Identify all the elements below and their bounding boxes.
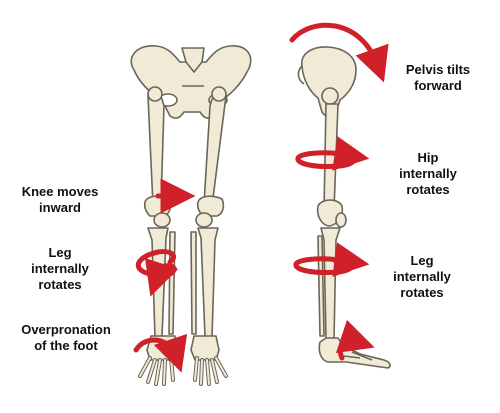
front-leg-label: Leg internally rotates xyxy=(10,245,110,293)
knee-label-line1: Knee moves xyxy=(21,184,99,199)
side-leg-label-line2: internally xyxy=(393,269,451,284)
front-right-foot-icon xyxy=(190,335,228,386)
foot-overpronation-arrow-icon xyxy=(133,333,188,373)
pelvis-label-line2: forward xyxy=(414,78,462,93)
knee-label: Knee moves inward xyxy=(8,184,112,216)
front-left-kneecap-icon xyxy=(153,212,171,228)
side-leg-rotation-arrow-icon xyxy=(293,242,370,277)
side-leg-label-line1: Leg xyxy=(410,253,434,268)
front-left-lower-leg-icon xyxy=(147,227,176,339)
front-right-lower-leg-icon xyxy=(190,227,219,339)
side-foot-rotation-arrow-icon xyxy=(335,319,375,361)
pelvis-tilt-arrow-icon xyxy=(289,22,389,83)
knee-label-line2: inward xyxy=(39,200,81,215)
hip-label: Hip internally rotates xyxy=(378,150,478,198)
hip-label-line2: internally xyxy=(399,166,457,181)
front-leg-label-line1: Leg xyxy=(48,245,72,260)
foot-label: Overpronation of the foot xyxy=(6,322,126,354)
foot-label-line1: Overpronation xyxy=(21,322,111,337)
front-leg-rotation-arrow-icon xyxy=(135,249,179,297)
side-femur-icon xyxy=(316,103,347,228)
hip-label-line3: rotates xyxy=(406,182,450,197)
front-right-femur-icon xyxy=(196,86,227,217)
side-pelvis-icon xyxy=(297,46,357,118)
foot-label-line2: of the foot xyxy=(34,338,98,353)
front-right-kneecap-icon xyxy=(195,212,213,228)
front-skeleton-icon xyxy=(130,45,252,386)
arrows-group xyxy=(133,22,389,373)
side-lower-leg-icon xyxy=(317,227,341,341)
front-leg-label-line2: internally xyxy=(31,261,89,276)
side-leg-label-line3: rotates xyxy=(400,285,444,300)
hip-rotation-arrow-icon xyxy=(295,136,370,171)
pelvis-label-line1: Pelvis tilts xyxy=(405,62,471,77)
front-leg-label-line3: rotates xyxy=(38,277,82,292)
side-leg-label: Leg internally rotates xyxy=(372,253,472,301)
side-skeleton-icon xyxy=(297,46,391,369)
pelvis-label: Pelvis tilts forward xyxy=(388,62,488,94)
hip-label-line1: Hip xyxy=(417,150,439,165)
